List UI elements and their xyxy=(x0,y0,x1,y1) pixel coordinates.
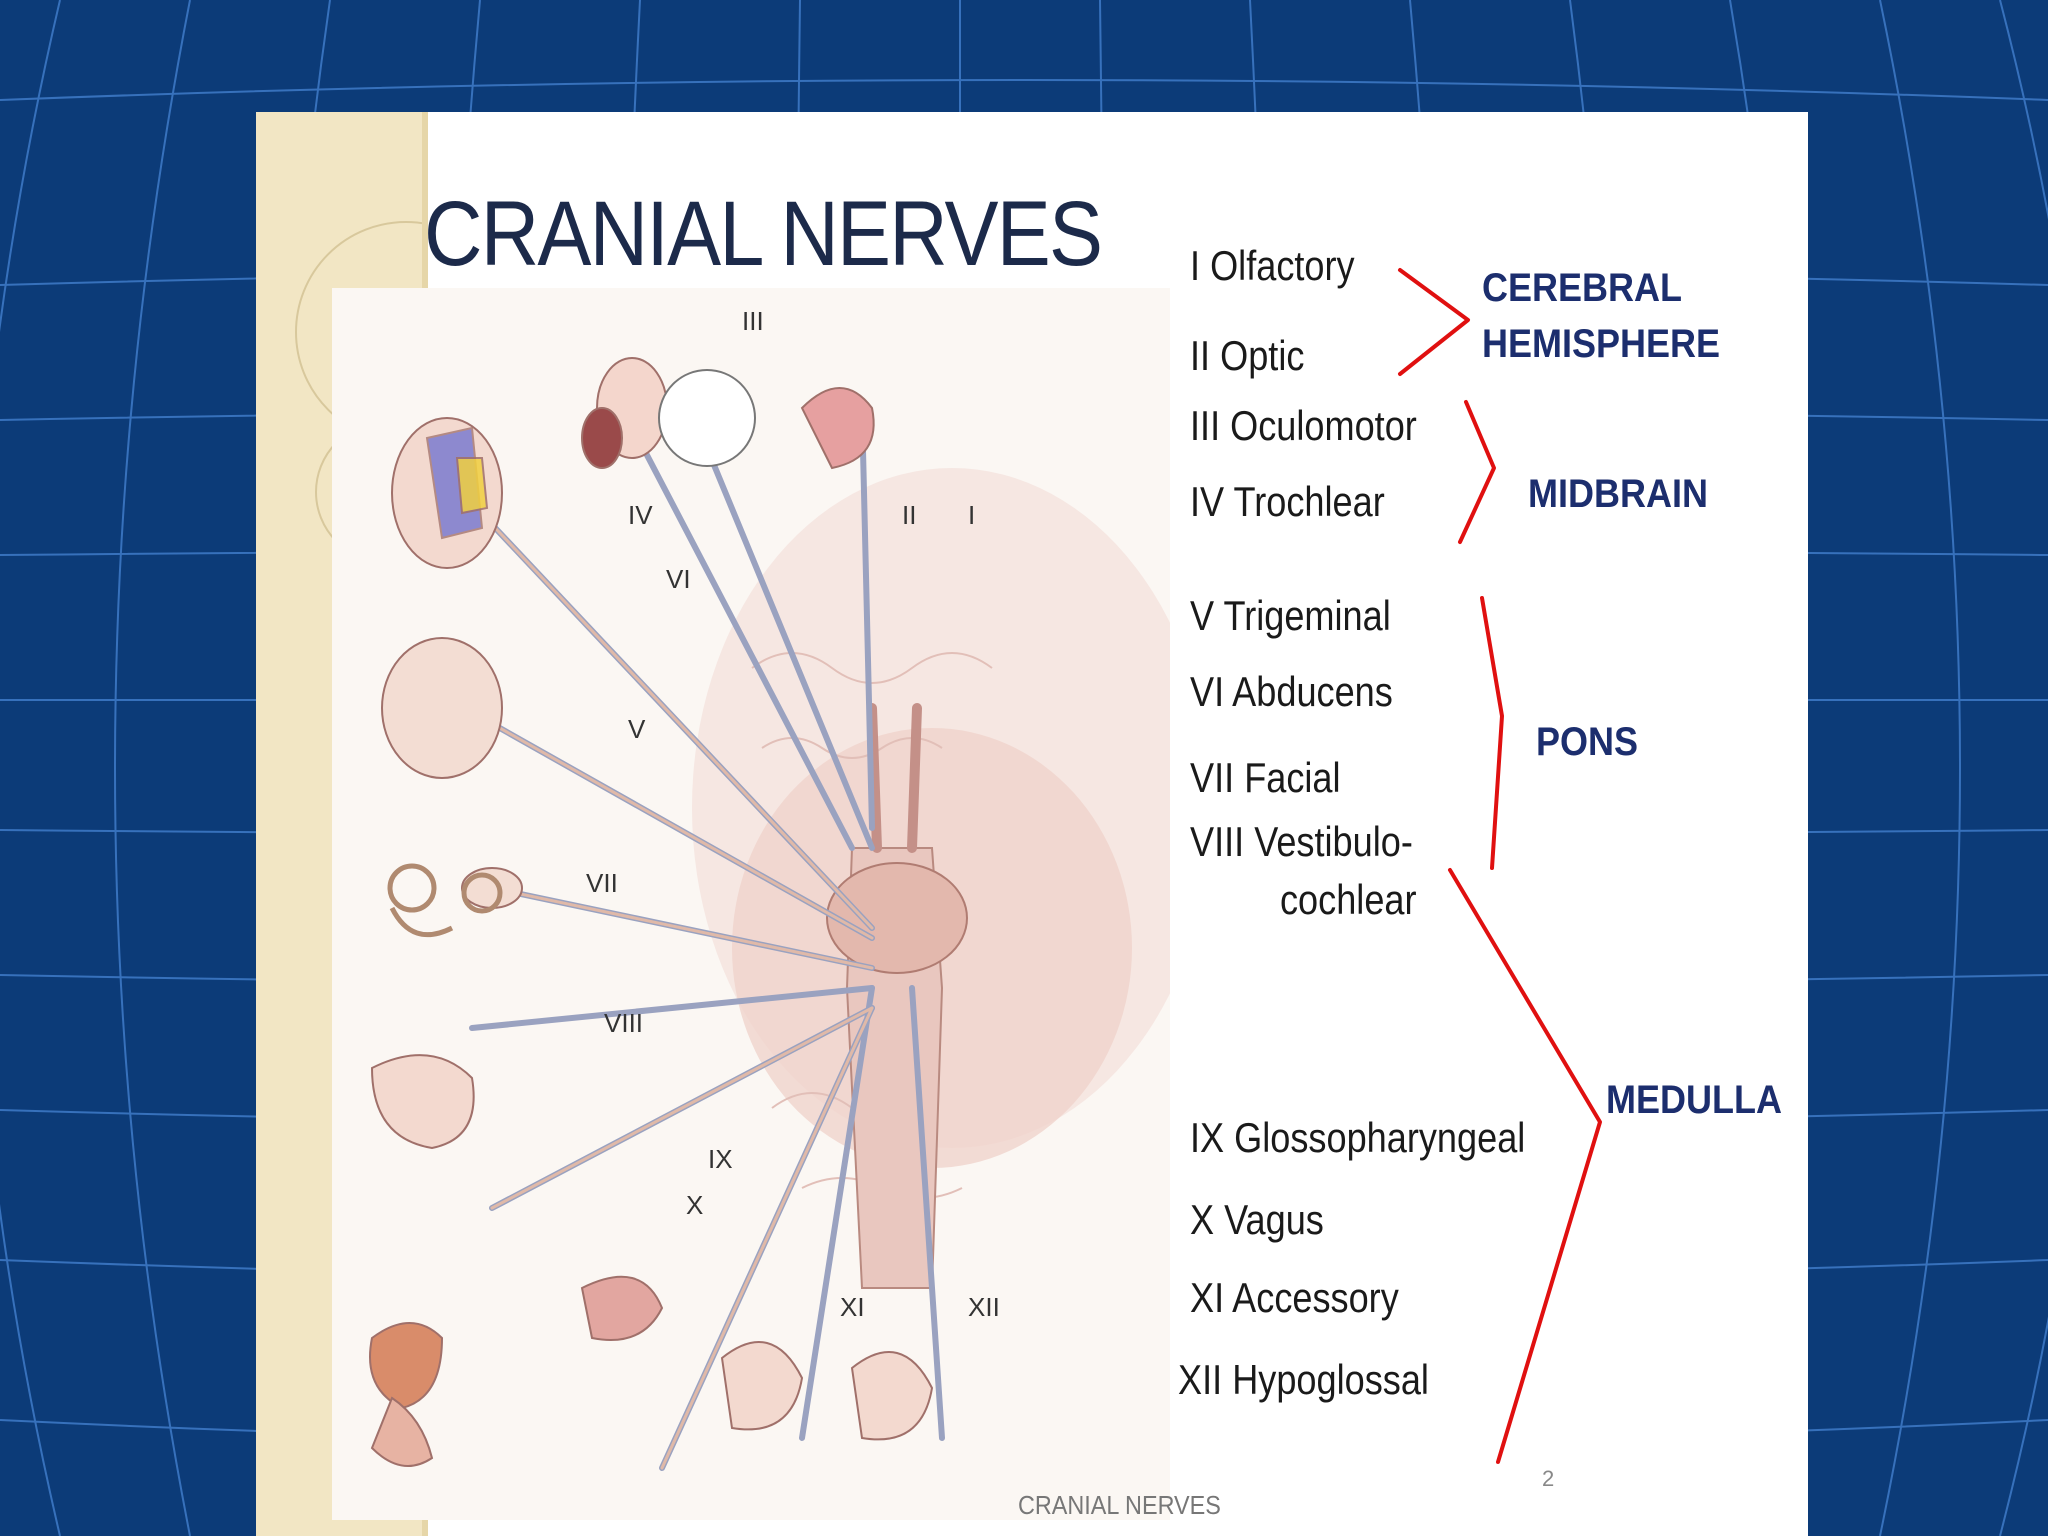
bracket-pons xyxy=(1480,596,1504,870)
page-number: 2 xyxy=(1542,1466,1555,1491)
nerve-label: VII Facial xyxy=(1190,754,1341,801)
slide-title: CRANIAL NERVES xyxy=(424,183,1103,285)
nerve-label: V Trigeminal xyxy=(1190,592,1391,639)
illustration-label: IV xyxy=(628,500,653,530)
illustration-label: V xyxy=(628,714,646,744)
illustration-label: XI xyxy=(840,1292,865,1322)
illustration-label: X xyxy=(686,1190,704,1220)
illustration-label: II xyxy=(902,500,917,530)
nerve-label: cochlear xyxy=(1280,876,1417,923)
nerve-label: XI Accessory xyxy=(1190,1274,1399,1321)
illustration-label: IX xyxy=(708,1144,733,1174)
region-pons: PONS xyxy=(1536,720,1639,764)
nerve-label: IV Trochlear xyxy=(1190,478,1385,525)
bracket-cerebral xyxy=(1398,268,1470,376)
nerve-label: I Olfactory xyxy=(1190,242,1355,289)
bracket-midbrain xyxy=(1458,400,1496,544)
slide-footer: CRANIAL NERVES xyxy=(1018,1490,1221,1520)
nerve-label: IX Glossopharyngeal xyxy=(1190,1114,1526,1161)
illustration-label: I xyxy=(968,500,976,530)
illustration-label: III xyxy=(742,306,764,336)
region-midbrain: MIDBRAIN xyxy=(1528,472,1708,516)
nerve-label: VIII Vestibulo- xyxy=(1190,818,1413,865)
nerve-label: VI Abducens xyxy=(1190,668,1393,715)
bracket-medulla xyxy=(1448,868,1602,1464)
illustration-label: VIII xyxy=(604,1008,644,1038)
nerve-label: II Optic xyxy=(1190,332,1305,379)
nerve-label: XII Hypoglossal xyxy=(1178,1356,1429,1403)
illustration-label: VII xyxy=(586,868,618,898)
nerve-label: III Oculomotor xyxy=(1190,402,1417,449)
illustration-label: VI xyxy=(666,564,691,594)
region-cerebral-label: CEREBRAL HEMISPHERE xyxy=(1482,266,1721,366)
nerve-label: X Vagus xyxy=(1190,1196,1324,1243)
face-head-icon xyxy=(391,417,503,569)
cranial-nerves-illustration xyxy=(369,357,1170,1471)
illustration-label: XII xyxy=(968,1292,1000,1322)
region-cerebral-hemisphere: CEREBRAL HEMISPHERE xyxy=(1482,260,1720,372)
region-medulla: MEDULLA xyxy=(1606,1078,1782,1122)
